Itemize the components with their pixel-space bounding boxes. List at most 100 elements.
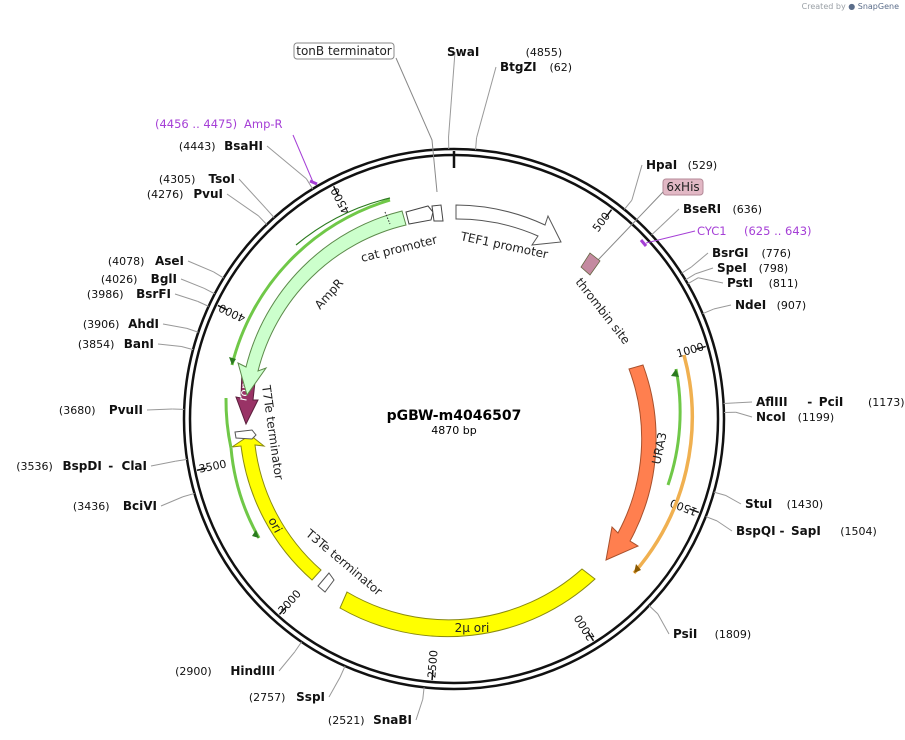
his-leader	[597, 191, 664, 261]
site-leader	[328, 676, 341, 698]
site-leader	[448, 51, 456, 138]
site-leader	[226, 193, 259, 217]
site-position: (3536)	[16, 460, 53, 473]
site-name: SnaBI	[373, 713, 412, 727]
site-swai[interactable]: SwaI(4855)	[447, 45, 562, 150]
primer-amp-r-range: (4456 .. 4475)	[155, 117, 237, 131]
site-name: BciVI	[123, 499, 157, 513]
tef1-promoter-arrow[interactable]	[455, 204, 562, 246]
site-pvui[interactable]: PvuI(4276)	[147, 187, 268, 225]
site-name: HindIII	[230, 664, 275, 678]
site-btgzi[interactable]: BtgZI(62)	[475, 60, 573, 150]
site-psii[interactable]: PsiI(1809)	[648, 605, 751, 641]
site-name: BtgZI	[500, 60, 537, 74]
site-leader	[174, 293, 198, 302]
site-bspqi[interactable]: BspQI-SapI(1504)	[705, 516, 877, 538]
site-bani[interactable]: BanI(3854)	[78, 337, 194, 351]
primer-cyc1-mark	[639, 239, 648, 247]
rop-green-orf	[224, 397, 233, 449]
site-name: SwaI	[447, 45, 479, 59]
site-cut-line	[186, 327, 199, 333]
site-ndei[interactable]: NdeI (907)	[702, 298, 807, 315]
site-pvuii[interactable]: PvuII(3680)	[59, 403, 185, 417]
site-snabi[interactable]: SnaBI (2521)	[328, 687, 425, 727]
site-position: (907)	[777, 299, 807, 312]
site-bsahi[interactable]: BsaHI(4443)	[179, 139, 314, 190]
site-cut-line	[339, 665, 346, 678]
tick-500	[604, 209, 613, 219]
site-stui[interactable]: StuI(1430)	[713, 491, 823, 511]
site-asei[interactable]: AseI(4078)	[108, 254, 224, 279]
snapgene-credit: Created by ● SnapGene	[802, 2, 899, 11]
site-cut-line	[681, 266, 692, 274]
cat-promoter-label: cat promoter	[359, 232, 438, 265]
site-leader	[266, 145, 307, 180]
site-leader	[725, 494, 742, 505]
site-bseri[interactable]: BseRI(636)	[651, 202, 763, 236]
ura3-arrow[interactable]	[605, 364, 657, 561]
tick-1500	[689, 508, 700, 514]
site-leader	[697, 277, 724, 284]
primer-cyc1-leader	[645, 230, 696, 244]
site-ncoi[interactable]: NcoI(1199)	[723, 410, 834, 424]
site-position: (3986)	[87, 288, 124, 301]
site-leader	[180, 278, 205, 289]
site-cut-line	[265, 208, 275, 218]
site-leader	[150, 460, 176, 467]
ampr-green-orf	[230, 198, 391, 366]
ampr-arrow[interactable]	[237, 210, 407, 397]
feature-6xhis[interactable]: 6xHis	[597, 178, 704, 261]
site-position: (4443)	[179, 140, 216, 153]
ori-arrow[interactable]	[231, 434, 322, 581]
primer-cyc1[interactable]: CYC1 (625 .. 643)	[639, 224, 812, 247]
tick-label-2500: 2500	[425, 650, 440, 679]
site-cut-line	[702, 308, 714, 315]
site-tsoi[interactable]: TsoI(4305)	[159, 172, 275, 218]
site-leader	[716, 520, 733, 532]
site-bgli[interactable]: BglI(4026)	[101, 272, 215, 295]
primer-cyc1-label: CYC1	[697, 224, 727, 238]
site-position: (4078)	[108, 255, 145, 268]
2mu-ori-arc[interactable]	[339, 568, 596, 638]
site-hindiii[interactable]: HindIII(2900)	[175, 641, 302, 678]
site-leader	[691, 252, 709, 268]
thrombin-site-mark[interactable]	[580, 252, 601, 276]
site-bsrfi[interactable]: BsrFI(3986)	[87, 287, 209, 307]
tick-4000	[217, 304, 228, 311]
site-name: PstI	[727, 276, 753, 290]
site-spei[interactable]: SpeI(798)	[685, 261, 788, 281]
t7te-label: T7Te terminator	[259, 383, 286, 480]
site-leader	[657, 613, 670, 635]
site-position: (2757)	[249, 691, 286, 704]
site-cut-line	[203, 287, 215, 295]
tick-1000	[695, 345, 706, 350]
site-ahdi[interactable]: AhdI(3906)	[83, 317, 199, 333]
site-name: NdeI	[735, 298, 766, 312]
site-name-2: ClaI	[122, 459, 147, 473]
t3te-terminator-arrow[interactable]	[317, 572, 335, 593]
site-sspi[interactable]: SspI(2757)	[249, 665, 346, 704]
site-position: (2521)	[328, 714, 365, 727]
site-psti[interactable]: PstI(811)	[687, 276, 798, 290]
t7te-terminator-arrow[interactable]	[234, 429, 257, 440]
ori-label: ori	[265, 515, 285, 535]
site-cut-line	[648, 605, 659, 615]
site-position: (529)	[688, 159, 718, 172]
site-leader	[695, 267, 714, 275]
site-leader	[162, 323, 188, 329]
cat-promoter-tip	[431, 204, 444, 222]
site-afliii[interactable]: AflIII-PciI(1173)	[723, 395, 905, 409]
primer-amp-r[interactable]: (4456 .. 4475) Amp-R	[155, 117, 318, 186]
site-bsrgi[interactable]: BsrGI(776)	[681, 246, 791, 274]
site-bcivi[interactable]: BciVI(3436)	[73, 492, 195, 513]
tonb-label: tonB terminator	[296, 44, 392, 58]
site-name: PvuI	[193, 187, 223, 201]
site-leader	[278, 651, 296, 672]
cat-promoter-divider	[384, 211, 391, 225]
site-position: (1173)	[868, 396, 905, 409]
tick-label-3000: 3000	[276, 587, 304, 617]
feature-tonb-terminator[interactable]: tonB terminator	[293, 42, 438, 193]
site-leader	[659, 208, 680, 228]
site-hpai[interactable]: HpaI(529)	[623, 158, 718, 210]
